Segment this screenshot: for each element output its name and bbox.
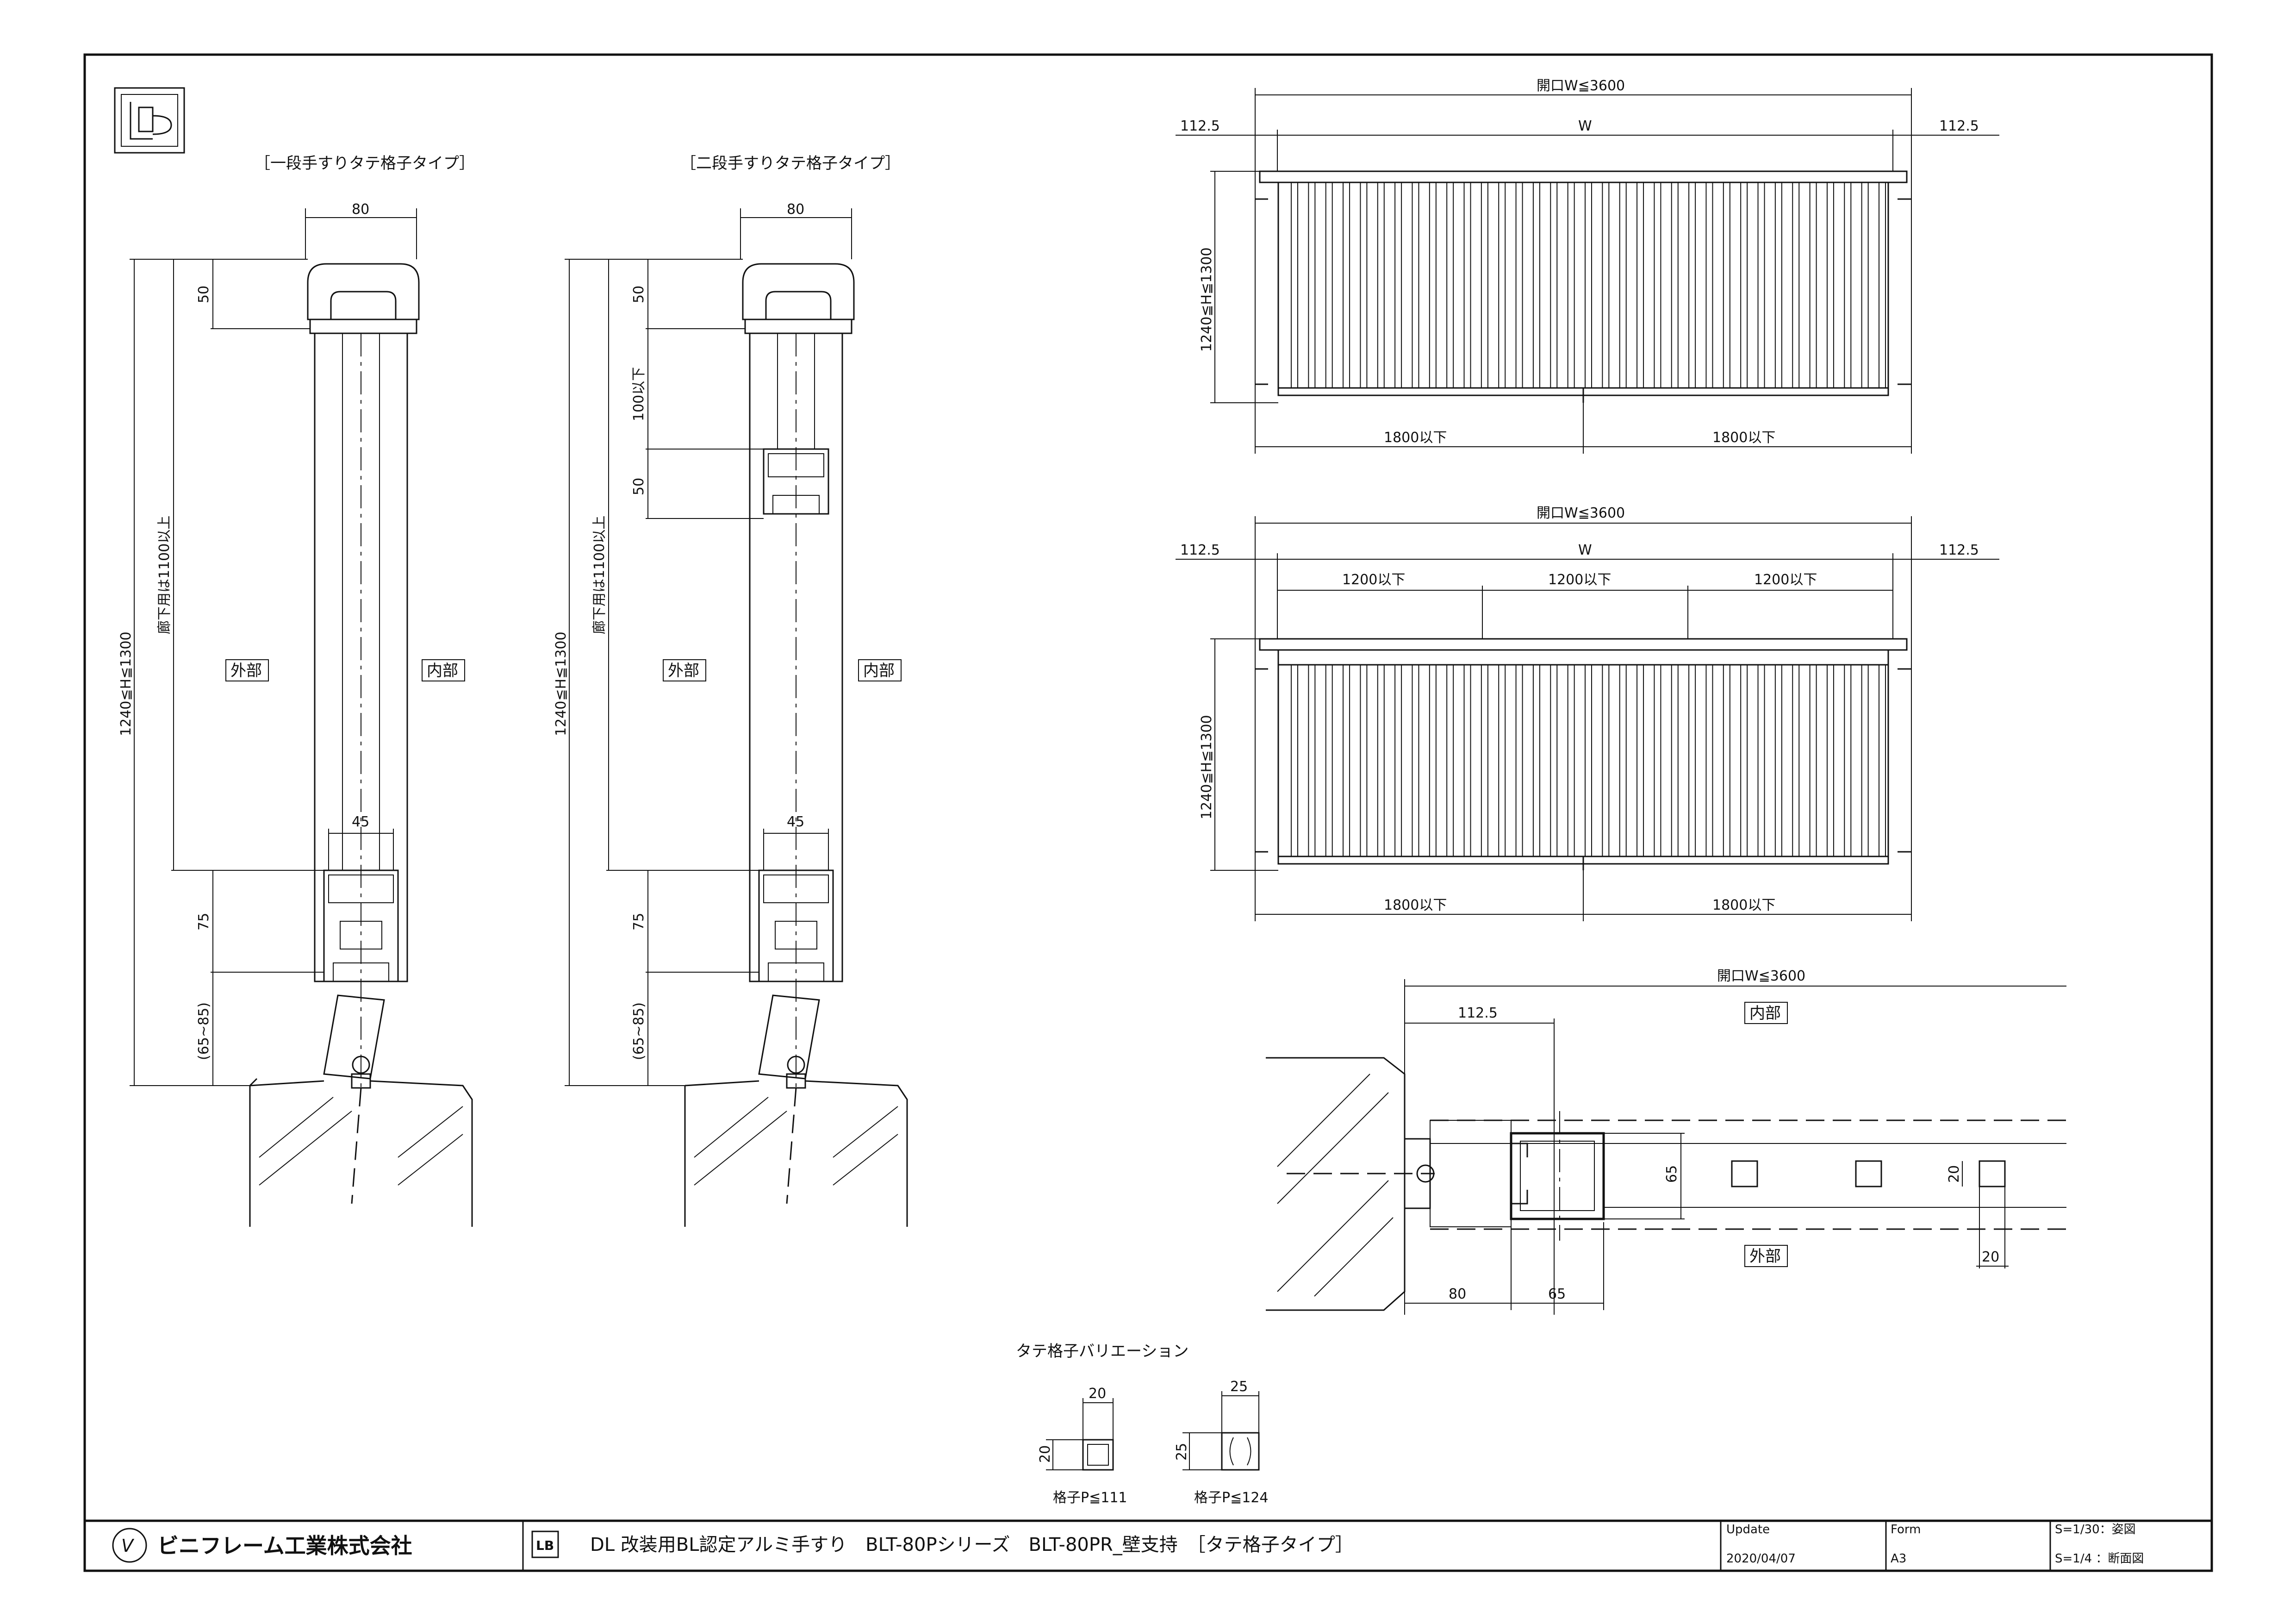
side-view-1-label-inside: 内部 bbox=[427, 662, 458, 680]
variations-title: タテ格子バリエーション bbox=[1016, 1342, 1188, 1361]
side-view-2-dim-corridor: 廊下用は1100以上 bbox=[591, 516, 608, 634]
plan-view-dim-offset: 112.5 bbox=[1458, 1005, 1498, 1021]
side-view-2-dim-mid2: 50 bbox=[631, 478, 647, 495]
elevation-1-dim-opening: 開口W≦3600 bbox=[1537, 78, 1625, 94]
svg-text:V: V bbox=[121, 1536, 135, 1556]
side-view-1-title: ［一段手すりタテ格子タイプ］ bbox=[255, 154, 475, 173]
elevation-1-dim-right: 112.5 bbox=[1939, 118, 1979, 134]
elevation-2: 開口W≦3600 112.5 W 112.5 1200以下 1200以下 120… bbox=[1176, 505, 1999, 921]
company-logo-icon bbox=[112, 1528, 147, 1563]
side-view-1-dim-base: 75 bbox=[196, 913, 212, 931]
side-view-2-dim-height: 1240≦H≦1300 bbox=[553, 631, 569, 736]
elevation-2-dim-right: 112.5 bbox=[1939, 542, 1979, 558]
variation-1-h: 20 bbox=[1037, 1445, 1053, 1463]
elevation-2-pickets bbox=[1291, 665, 1886, 856]
elevation-2-dim-height: 1240≦H≦1300 bbox=[1199, 715, 1215, 819]
elevation-2-dim-span-left: 1800以下 bbox=[1384, 897, 1447, 913]
side-view-2-dim-base: 75 bbox=[631, 913, 647, 931]
elevation-1-dim-left: 112.5 bbox=[1180, 118, 1220, 134]
elevation-1-dim-height: 1240≦H≦1300 bbox=[1199, 247, 1215, 352]
scale-1: S=1/30：姿図 bbox=[2055, 1523, 2136, 1537]
side-view-1-label-outside: 外部 bbox=[230, 662, 262, 680]
plan-view: 開口W≦3600 112.5 内部 外部 bbox=[1266, 968, 2066, 1315]
side-view-1: ［一段手すりタテ格子タイプ］ 80 1240 bbox=[118, 154, 475, 1227]
elevation-2-dim-opening: 開口W≦3600 bbox=[1537, 505, 1625, 521]
plan-view-squares bbox=[1731, 1160, 2006, 1187]
plan-view-label-inside: 内部 bbox=[1749, 1004, 1781, 1023]
plan-view-dim-65: 65 bbox=[1548, 1286, 1566, 1302]
plan-view-dim-20h: 20 bbox=[1982, 1249, 1999, 1265]
side-view-1-dim-corridor: 廊下用は1100以上 bbox=[156, 516, 173, 634]
plan-view-label-outside: 外部 bbox=[1749, 1247, 1781, 1266]
plan-view-dim-65v: 65 bbox=[1664, 1165, 1680, 1183]
plan-view-dim-20v: 20 bbox=[1946, 1165, 1962, 1183]
variation-2-h: 25 bbox=[1174, 1443, 1190, 1461]
elevation-1: 開口W≦3600 112.5 W 112.5 1240≦H≦1300 1800以… bbox=[1176, 78, 1999, 454]
plan-view-dim-80: 80 bbox=[1449, 1286, 1466, 1302]
title-block: V ビニフレーム工業株式会社 LB DL 改装用BL認定アルミ手すり BLT-8… bbox=[85, 1519, 2212, 1571]
variation-2-caption: 格子P≦124 bbox=[1194, 1490, 1269, 1506]
side-view-1-dim-rail: 45 bbox=[352, 814, 369, 830]
side-view-2-dim-width: 80 bbox=[787, 201, 804, 218]
side-view-2-dim-bottom: (65~85) bbox=[631, 1002, 647, 1060]
elevation-1-dim-span-right: 1800以下 bbox=[1712, 430, 1775, 446]
side-view-2-label-inside: 内部 bbox=[863, 662, 895, 680]
sheet-border bbox=[83, 53, 2213, 1572]
elevation-2-dim-span-right: 1800以下 bbox=[1712, 897, 1775, 913]
side-view-2-dim-rail: 45 bbox=[787, 814, 804, 830]
side-view-2-dim-mid: 100以下 bbox=[631, 367, 647, 421]
lb-small-logo-icon bbox=[531, 1530, 559, 1558]
form-label: Form bbox=[1891, 1523, 1921, 1537]
elevation-1-pickets bbox=[1291, 182, 1886, 388]
scale-2: S=1/4 ：断面図 bbox=[2055, 1552, 2144, 1566]
side-view-1-dim-top: 50 bbox=[196, 286, 212, 303]
elevation-2-upper-span-2: 1200以下 bbox=[1548, 572, 1611, 588]
drawing-title: DL 改装用BL認定アルミ手すり BLT-80Pシリーズ BLT-80PR_壁支… bbox=[590, 1534, 1354, 1555]
elevation-2-upper-span-3: 1200以下 bbox=[1754, 572, 1817, 588]
company-name: ビニフレーム工業株式会社 bbox=[157, 1533, 412, 1558]
side-view-1-dim-bottom: (65~85) bbox=[196, 1002, 212, 1060]
plan-view-dim-opening: 開口W≦3600 bbox=[1717, 968, 1805, 984]
elevation-2-dim-w: W bbox=[1578, 542, 1592, 558]
update-value: 2020/04/07 bbox=[1726, 1552, 1796, 1566]
lb-logo bbox=[114, 87, 185, 154]
side-view-2: ［二段手すりタテ格子タイプ］ 80 1240≦H≦1300 bbox=[553, 154, 908, 1227]
elevation-1-dim-span-left: 1800以下 bbox=[1384, 430, 1447, 446]
side-view-2-dim-top: 50 bbox=[631, 286, 647, 303]
elevation-2-upper-span-1: 1200以下 bbox=[1342, 572, 1405, 588]
side-view-1-dim-height: 1240≦H≦1300 bbox=[118, 631, 134, 736]
side-view-2-title: ［二段手すりタテ格子タイプ］ bbox=[680, 154, 901, 173]
update-label: Update bbox=[1726, 1523, 1770, 1537]
form-value: A3 bbox=[1891, 1552, 1906, 1566]
elevation-1-dim-w: W bbox=[1578, 118, 1592, 134]
variation-1-w: 20 bbox=[1089, 1386, 1106, 1402]
elevation-2-dim-left: 112.5 bbox=[1180, 542, 1220, 558]
side-view-2-label-outside: 外部 bbox=[668, 662, 699, 680]
variation-2-w: 25 bbox=[1230, 1379, 1248, 1395]
side-view-1-dim-width: 80 bbox=[352, 201, 369, 218]
lb-small-logo-letters: LB bbox=[536, 1538, 554, 1553]
variation-1-caption: 格子P≦111 bbox=[1053, 1490, 1127, 1506]
picket-variations: タテ格子バリエーション 20 20 格子P≦111 25 25 格子P≦124 bbox=[1016, 1342, 1269, 1506]
